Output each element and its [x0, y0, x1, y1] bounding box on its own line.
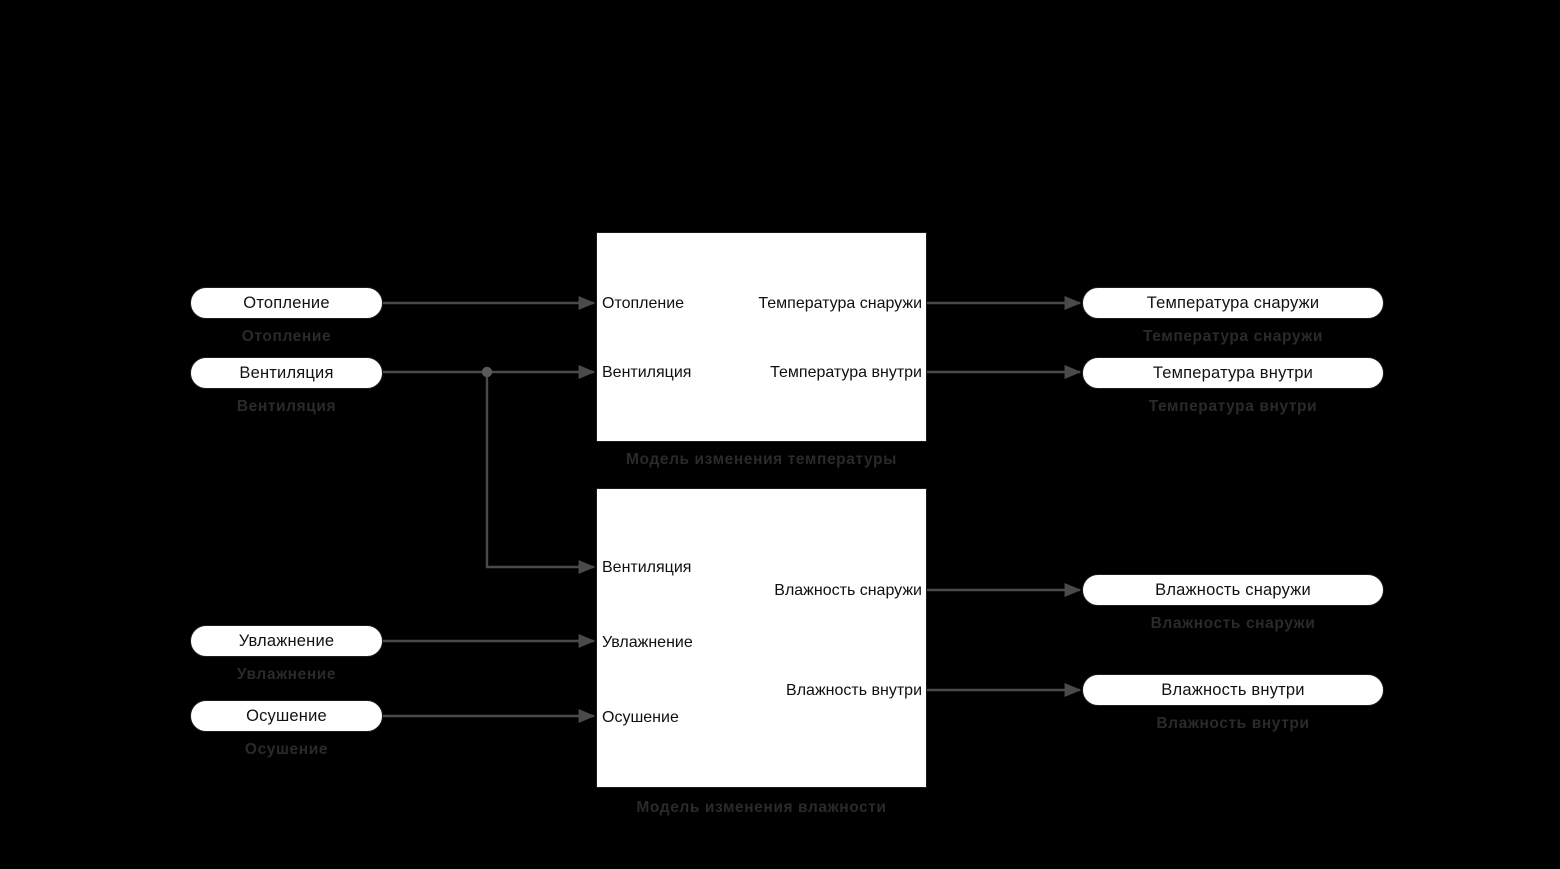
input-port-osushenie-label: Осушение — [246, 706, 327, 725]
input-port-ventilyaciya-label: Вентиляция — [239, 363, 334, 382]
input-port-ventilyaciya[interactable]: Вентиляция — [190, 357, 383, 389]
wire-ventilyaciya-branch-to-humidity — [485, 372, 596, 575]
subsystem-temperature-input-otoplenie: Отопление — [602, 295, 685, 312]
subsystem-temperature-input-ventilyaciya: Вентиляция — [602, 364, 692, 381]
output-port-humidity-inside-label: Влажность внутри — [1161, 680, 1305, 699]
output-caption-humidity-inside: Влажность внутри — [1156, 715, 1310, 732]
input-port-uvlazhnenie-label: Увлажнение — [238, 631, 335, 650]
input-caption-osushenie: Осушение — [244, 741, 329, 758]
subsystem-humidity-input-uvlazhnenie: Увлажнение — [602, 634, 693, 651]
output-port-temperature-outside-label: Температура снаружи — [1146, 293, 1320, 312]
output-port-temperature-inside[interactable]: Температура внутри — [1082, 357, 1384, 389]
input-caption-otoplenie: Отопление — [241, 328, 332, 345]
subsystem-humidity-input-osushenie: Осушение — [602, 709, 679, 726]
subsystem-temperature-output-inside: Температура внутри — [770, 364, 922, 381]
output-caption-temperature-outside: Температура снаружи — [1142, 328, 1324, 345]
output-port-temperature-outside[interactable]: Температура снаружи — [1082, 287, 1384, 319]
subsystem-temperature-model[interactable]: Отопление Вентиляция Температура снаружи… — [596, 232, 927, 442]
subsystem-humidity-output-outside: Влажность снаружи — [774, 582, 922, 599]
signal-branch-point[interactable] — [481, 366, 493, 378]
output-caption-humidity-outside: Влажность снаружи — [1150, 615, 1316, 632]
subsystem-humidity-output-inside: Влажность внутри — [786, 682, 922, 699]
subsystem-humidity-caption: Модель изменения влажности — [636, 799, 887, 816]
input-caption-ventilyaciya: Вентиляция — [236, 398, 337, 415]
subsystem-temperature-output-outside: Температура снаружи — [758, 295, 922, 312]
output-caption-temperature-inside: Температура внутри — [1148, 398, 1318, 415]
output-port-humidity-outside[interactable]: Влажность снаружи — [1082, 574, 1384, 606]
output-port-humidity-inside[interactable]: Влажность внутри — [1082, 674, 1384, 706]
output-port-humidity-outside-label: Влажность снаружи — [1155, 580, 1311, 599]
input-port-otoplenie-label: Отопление — [243, 293, 330, 312]
output-port-temperature-inside-label: Температура внутри — [1152, 363, 1314, 382]
subsystem-humidity-input-ventilyaciya: Вентиляция — [602, 559, 692, 576]
input-caption-uvlazhnenie: Увлажнение — [236, 666, 337, 683]
input-port-otoplenie[interactable]: Отопление — [190, 287, 383, 319]
input-port-osushenie[interactable]: Осушение — [190, 700, 383, 732]
input-port-uvlazhnenie[interactable]: Увлажнение — [190, 625, 383, 657]
subsystem-humidity-model[interactable]: Вентиляция Увлажнение Осушение Влажность… — [596, 488, 927, 788]
subsystem-temperature-caption: Модель изменения температуры — [626, 451, 897, 468]
